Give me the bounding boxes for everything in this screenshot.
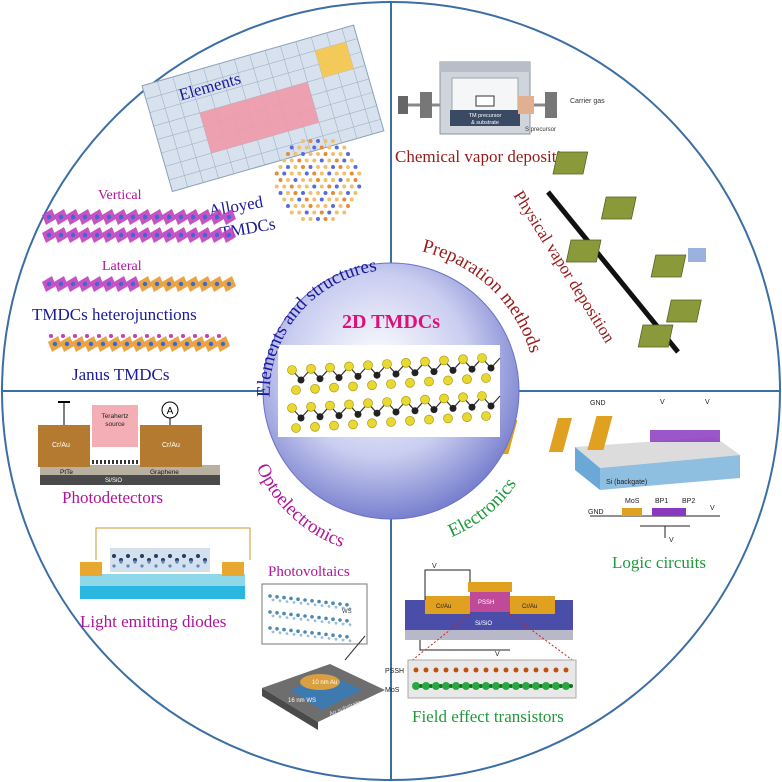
svg-text:Si (backgate): Si (backgate) <box>606 479 647 486</box>
pvd-schematic <box>546 151 706 354</box>
svg-text:MoS: MoS <box>625 498 640 505</box>
svg-text:& substrate: & substrate <box>471 120 499 126</box>
label-lateral: Lateral <box>102 259 142 274</box>
svg-text:Cr/Au: Cr/Au <box>52 442 70 449</box>
vertical-heterostructure <box>42 209 236 243</box>
svg-text:GND: GND <box>588 509 604 516</box>
center-crystal-image <box>278 345 501 437</box>
label-fet: Field effect transistors <box>412 707 564 726</box>
led-device <box>80 527 251 599</box>
photovoltaic-ws2-crystal: WS <box>261 583 368 645</box>
cvd-furnace: TM precursor & substrate S precursor Car… <box>398 61 605 135</box>
svg-text:A: A <box>167 406 174 417</box>
svg-text:V: V <box>705 399 710 406</box>
svg-text:S precursor: S precursor <box>525 127 556 133</box>
svg-text:16 nm WS: 16 nm WS <box>288 698 316 704</box>
lateral-heterostructure <box>42 276 236 292</box>
label-photovoltaics: Photovoltaics <box>268 564 350 580</box>
periodic-table <box>141 24 385 193</box>
photovoltaic-device: 10 nm Au 16 nm WS Ag substrate <box>262 635 385 730</box>
label-cvd: Chemical vapor deposition <box>395 147 579 166</box>
svg-text:Graphene: Graphene <box>150 469 179 476</box>
label-vertical: Vertical <box>98 188 142 203</box>
fet-device: Cr/Au Cr/Au PSSH Si/SiO V V PSSH MoS <box>385 563 577 699</box>
svg-text:Cr/Au: Cr/Au <box>162 442 180 449</box>
svg-text:WS: WS <box>342 609 352 615</box>
svg-text:PSSH: PSSH <box>385 668 404 675</box>
svg-text:TM precursor: TM precursor <box>469 113 502 119</box>
svg-text:source: source <box>105 421 125 428</box>
svg-text:V: V <box>669 537 674 544</box>
svg-text:Terahertz: Terahertz <box>101 413 128 420</box>
svg-text:V: V <box>710 505 715 512</box>
label-led: Light emitting diodes <box>80 612 226 631</box>
svg-text:GND: GND <box>590 400 606 407</box>
svg-text:Si/SiO: Si/SiO <box>475 621 492 627</box>
svg-text:PSSH: PSSH <box>478 600 494 606</box>
center-title: 2D TMDCs <box>342 311 440 333</box>
svg-text:BP2: BP2 <box>682 498 695 505</box>
svg-text:Cr/Au: Cr/Au <box>436 604 451 610</box>
label-photodetectors: Photodetectors <box>62 488 163 507</box>
svg-text:MoS: MoS <box>385 687 400 694</box>
janus-structure <box>48 334 230 352</box>
label-logic: Logic circuits <box>612 553 706 572</box>
svg-text:Carrier gas: Carrier gas <box>570 98 605 105</box>
svg-text:PtTe: PtTe <box>60 469 73 476</box>
label-heterojunctions: TMDCs heterojunctions <box>32 305 197 324</box>
photodetector-device: Cr/Au Cr/Au Terahertz source PtTe Graphe… <box>38 401 220 485</box>
svg-text:Cr/Au: Cr/Au <box>522 604 537 610</box>
logic-circuit-schematic: GND MoS BP1 BP2 V V <box>588 498 720 544</box>
svg-text:V: V <box>660 399 665 406</box>
svg-text:V: V <box>495 651 500 658</box>
svg-text:Si/SiO: Si/SiO <box>105 478 122 484</box>
svg-text:BP1: BP1 <box>655 498 668 505</box>
alloy-lattice <box>274 139 362 221</box>
label-janus: Janus TMDCs <box>72 365 169 384</box>
svg-text:V: V <box>432 563 437 570</box>
svg-text:10 nm Au: 10 nm Au <box>312 680 337 686</box>
